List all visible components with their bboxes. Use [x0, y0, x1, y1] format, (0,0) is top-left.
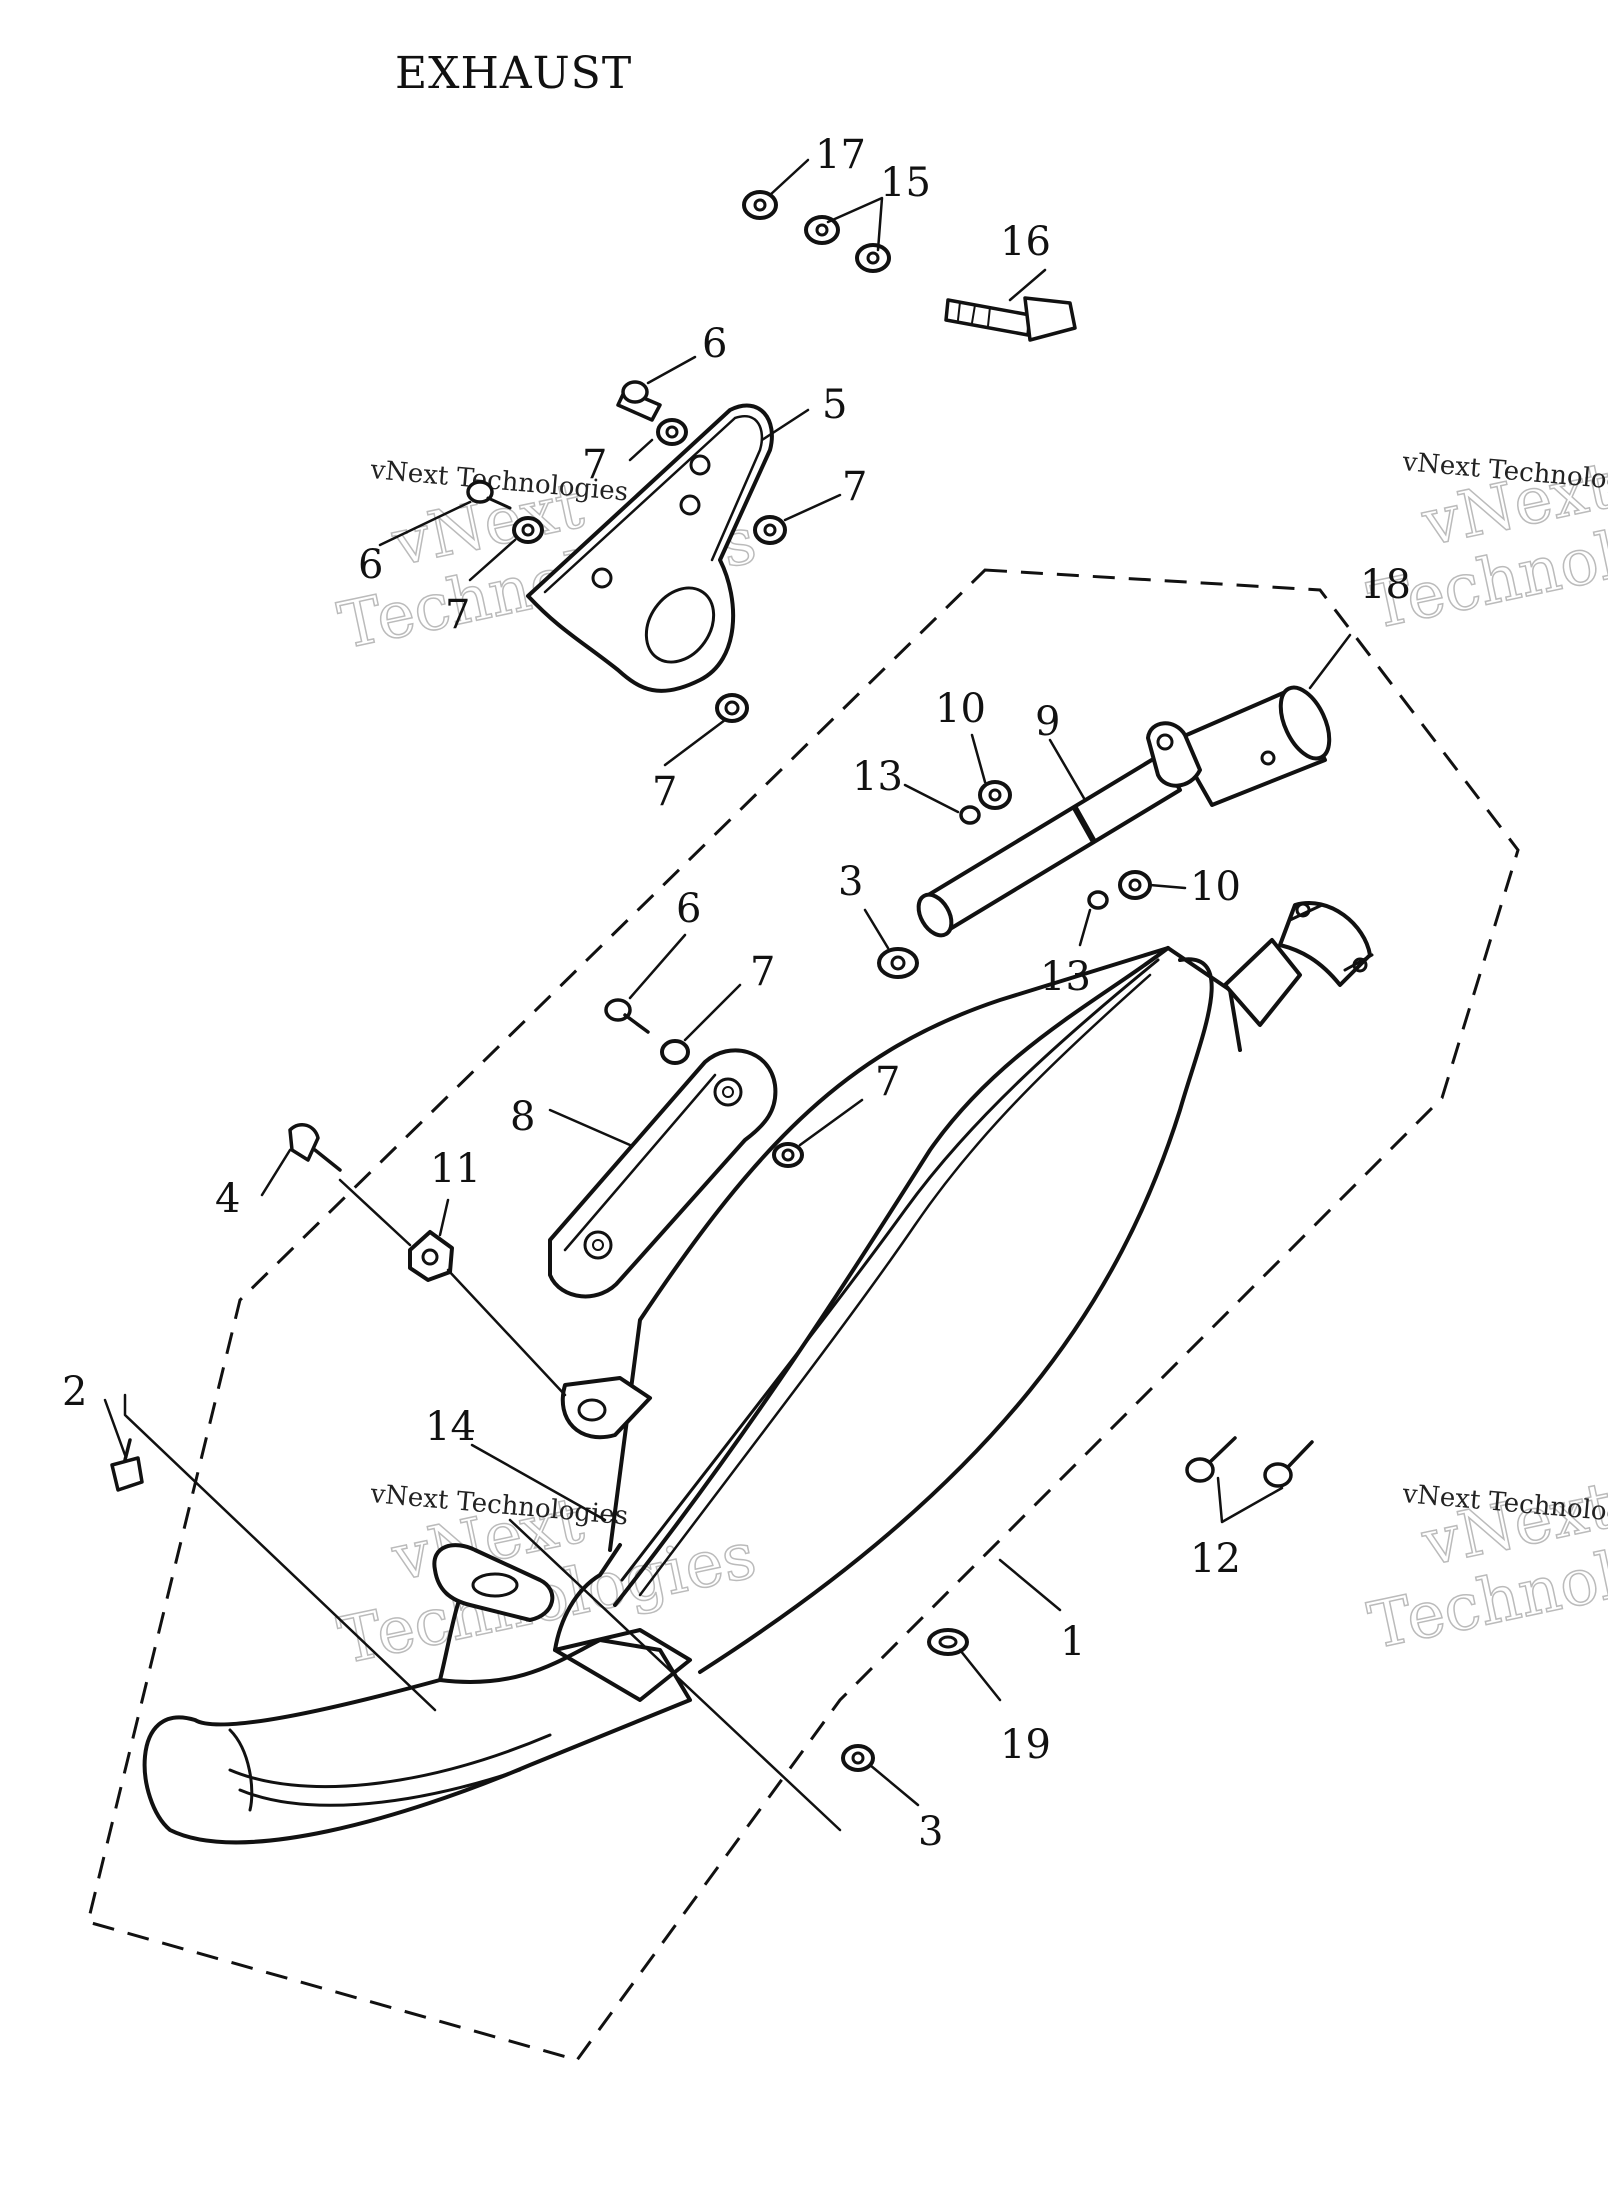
label-18: 18	[1360, 562, 1411, 608]
washer-7-f	[772, 1142, 804, 1168]
label-13-lower: 13	[1040, 954, 1091, 1000]
diagram-title: EXHAUST	[395, 48, 632, 99]
label-10-upper: 10	[935, 686, 986, 732]
label-7-right: 7	[842, 464, 867, 510]
bolts-12	[1185, 1436, 1314, 1488]
upper-mounting-bracket	[526, 403, 774, 693]
washer-7-b	[512, 516, 544, 544]
label-5: 5	[822, 382, 847, 428]
watermark-big-top-right: vNext Technologies	[1362, 448, 1608, 645]
gasket-3-lower	[841, 1744, 875, 1772]
bolt-4	[288, 1122, 342, 1172]
label-19: 19	[1000, 1722, 1051, 1768]
muffler-body	[560, 901, 1374, 1674]
gasket-3-upper	[877, 947, 919, 979]
silencer	[1146, 685, 1332, 807]
assembly-boundary-dashed	[86, 568, 1520, 2062]
bolt-16	[944, 296, 1077, 342]
label-6-middle: 6	[676, 886, 701, 932]
bolt-6-middle	[604, 998, 650, 1034]
label-7-upper: 7	[582, 442, 607, 488]
label-3-lower: 3	[918, 1809, 943, 1855]
label-17: 17	[815, 132, 866, 178]
washer-7-c	[753, 515, 787, 545]
label-16: 16	[1000, 219, 1051, 265]
label-15: 15	[880, 160, 931, 206]
label-6-left: 6	[358, 542, 383, 588]
label-7-left: 7	[445, 592, 470, 638]
part-labels: 17 15 16 6 5 7 6 7 7 7 18 9 10 13 10 13 …	[62, 132, 1411, 1855]
header-pipe	[142, 1543, 692, 1845]
label-8: 8	[510, 1094, 535, 1140]
label-2: 2	[62, 1369, 87, 1415]
label-6-top: 6	[702, 321, 727, 367]
middle-mounting-bracket	[548, 1048, 778, 1299]
label-12: 12	[1190, 1536, 1241, 1582]
watermark-big-bottom-right: vNext Technologies	[1362, 1468, 1608, 1665]
label-1: 1	[1060, 1619, 1085, 1665]
label-7-lower: 7	[875, 1059, 900, 1105]
bolt-6-left	[466, 480, 512, 510]
label-10-lower: 10	[1190, 864, 1241, 910]
tail-pipe	[916, 753, 1182, 938]
washer-7-e	[660, 1039, 690, 1065]
label-3-upper: 3	[838, 859, 863, 905]
label-7-below-bracket: 7	[652, 769, 677, 815]
washer-7-a	[656, 418, 688, 446]
washers-15	[804, 215, 891, 273]
nut-10-b	[1118, 870, 1152, 900]
washer-19	[927, 1628, 969, 1656]
label-9: 9	[1035, 699, 1060, 745]
bolt-6-top	[616, 380, 662, 422]
label-11: 11	[430, 1146, 481, 1192]
nut-17	[742, 190, 778, 220]
grommet-11	[408, 1230, 454, 1282]
leader-lines	[103, 158, 1352, 1832]
washer-13-b	[1087, 890, 1109, 910]
label-4: 4	[215, 1176, 240, 1222]
nut-10-a	[978, 780, 1012, 810]
label-7-middle: 7	[750, 949, 775, 995]
washer-7-d	[715, 693, 749, 723]
label-13-upper: 13	[852, 754, 903, 800]
bolt-2	[110, 1438, 144, 1492]
label-14: 14	[425, 1404, 476, 1450]
washer-13-a	[959, 805, 981, 825]
